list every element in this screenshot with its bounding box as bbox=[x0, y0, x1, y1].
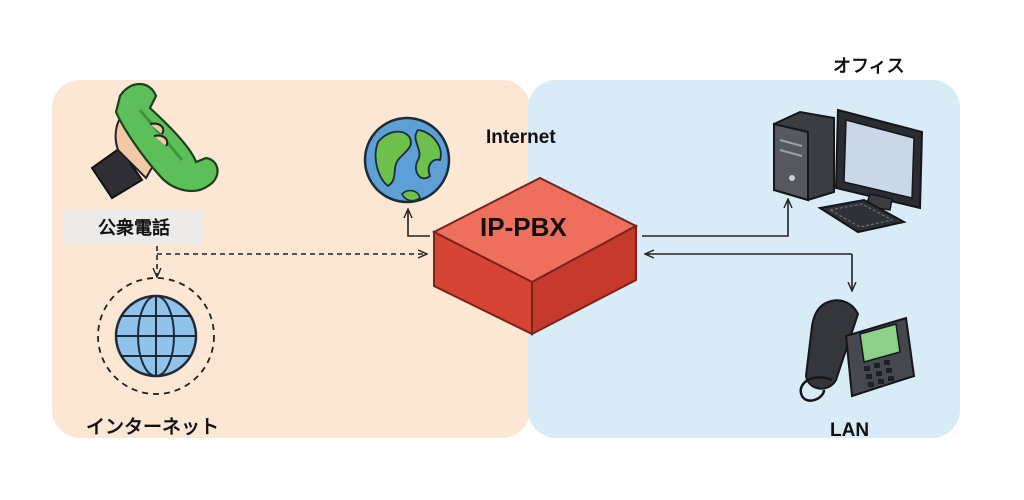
internet-en-label: Internet bbox=[486, 127, 556, 148]
desk-phone-icon bbox=[799, 299, 916, 402]
public-phone-label: 公衆電話 bbox=[64, 210, 204, 244]
desktop-computer-icon bbox=[773, 108, 924, 234]
ip-pbx-box bbox=[431, 176, 639, 336]
connector-lines bbox=[157, 200, 852, 290]
earth-globe-icon bbox=[363, 116, 451, 204]
pbx-label: IP-PBX bbox=[480, 212, 567, 242]
wireframe-globe-icon bbox=[97, 277, 215, 395]
internet-jp-label: インターネット bbox=[86, 417, 220, 438]
office-label: オフィス bbox=[833, 56, 905, 76]
lan-label: LAN bbox=[830, 420, 870, 441]
phone-handset-icon bbox=[90, 82, 219, 200]
